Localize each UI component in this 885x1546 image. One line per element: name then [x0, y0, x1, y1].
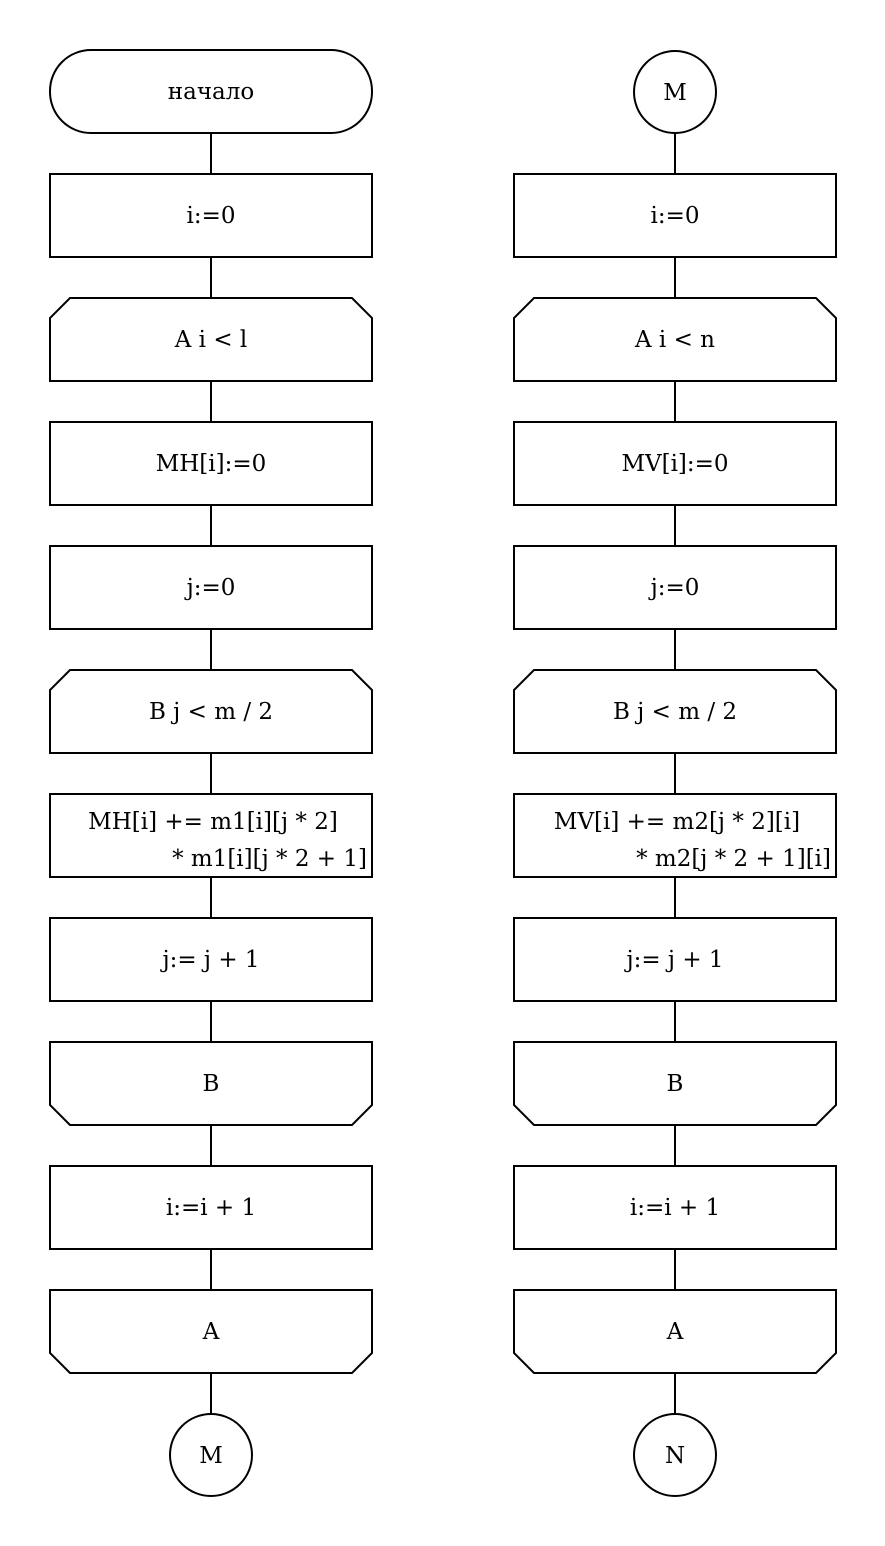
right-loop-a-start: A i < n [513, 297, 837, 382]
left-connector-out: M [169, 1413, 253, 1497]
process-label: i:=i + 1 [630, 1195, 720, 1221]
process-label-line2: * m1[i][j * 2 + 1] [172, 846, 367, 872]
connector-label: M [663, 80, 687, 106]
right-connector-in: M [633, 50, 717, 134]
left-process-init-j: j:=0 [49, 545, 373, 630]
process-label: MH[i]:=0 [156, 451, 267, 477]
right-process-increment-i: i:=i + 1 [513, 1165, 837, 1250]
left-process-init-i: i:=0 [49, 173, 373, 258]
right-process-init-mv: MV[i]:=0 [513, 421, 837, 506]
left-loop-a-end: A [49, 1289, 373, 1374]
right-loop-b-end: B [513, 1041, 837, 1126]
start-label: начало [168, 79, 254, 105]
loop-start-label: B j < m / 2 [613, 699, 737, 725]
process-label: j:=0 [184, 575, 236, 601]
left-loop-b-end: B [49, 1041, 373, 1126]
process-label-line1: MH[i] += m1[i][j * 2] [88, 809, 338, 835]
process-label: MV[i]:=0 [621, 451, 728, 477]
process-label: j:=0 [648, 575, 700, 601]
left-process-mh-accumulate: MH[i] += m1[i][j * 2] * m1[i][j * 2 + 1] [49, 793, 373, 878]
process-label: j:= j + 1 [623, 947, 723, 973]
right-loop-a-end: A [513, 1289, 837, 1374]
process-label: j:= j + 1 [159, 947, 259, 973]
process-label: i:=i + 1 [166, 1195, 256, 1221]
loop-end-label: A [202, 1319, 220, 1345]
right-connector-out: N [633, 1413, 717, 1497]
left-loop-b-start: B j < m / 2 [49, 669, 373, 754]
left-process-increment-j: j:= j + 1 [49, 917, 373, 1002]
loop-end-label: B [203, 1071, 220, 1097]
left-process-init-mh: MH[i]:=0 [49, 421, 373, 506]
loop-start-label: A i < n [634, 327, 715, 353]
right-loop-b-start: B j < m / 2 [513, 669, 837, 754]
right-process-increment-j: j:= j + 1 [513, 917, 837, 1002]
right-process-init-i: i:=0 [513, 173, 837, 258]
right-process-mv-accumulate: MV[i] += m2[j * 2][i] * m2[j * 2 + 1][i] [513, 793, 837, 878]
left-process-increment-i: i:=i + 1 [49, 1165, 373, 1250]
left-loop-a-start: A i < l [49, 297, 373, 382]
process-label: i:=0 [650, 203, 699, 229]
connector-label: M [199, 1443, 223, 1469]
connector-label: N [665, 1443, 685, 1469]
loop-end-label: B [667, 1071, 684, 1097]
left-start-terminal: начало [49, 49, 373, 134]
process-label: i:=0 [186, 203, 235, 229]
loop-start-label: A i < l [174, 327, 248, 353]
right-process-init-j: j:=0 [513, 545, 837, 630]
loop-end-label: A [666, 1319, 684, 1345]
process-label-line2: * m2[j * 2 + 1][i] [636, 846, 831, 872]
loop-start-label: B j < m / 2 [149, 699, 273, 725]
process-label-line1: MV[i] += m2[j * 2][i] [554, 809, 800, 835]
